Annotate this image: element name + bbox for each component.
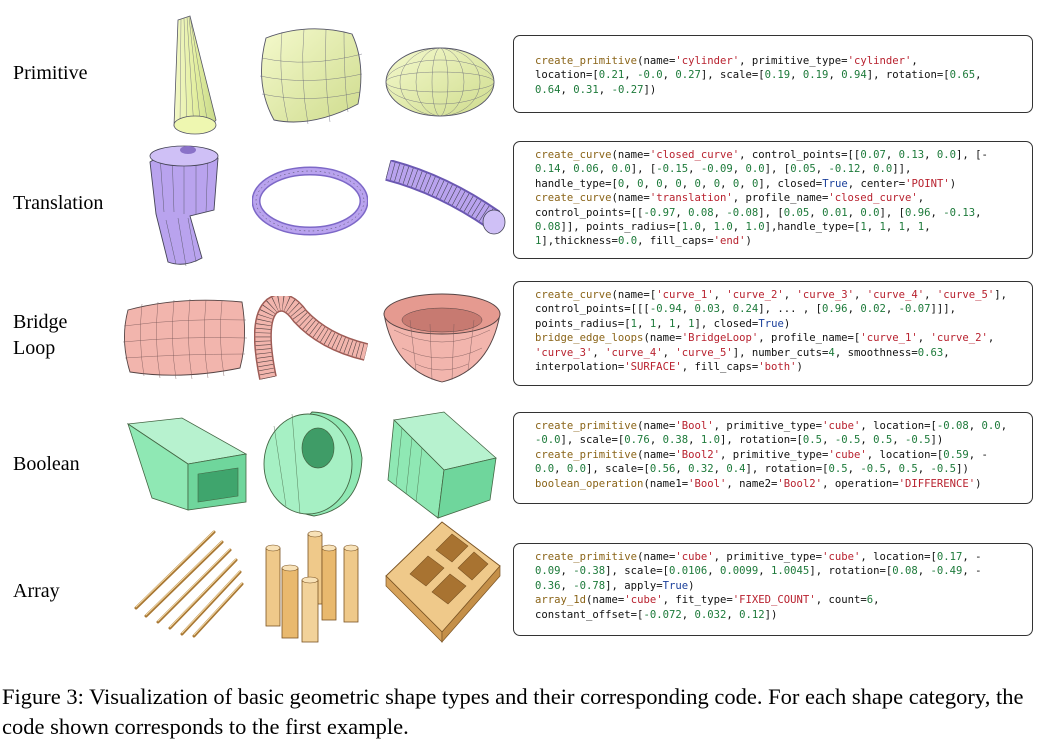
bridge-loop-bowl-render <box>383 293 501 383</box>
translation-torus-render <box>252 166 368 236</box>
row-label-line: Array <box>13 580 60 602</box>
code-box-array: create_primitive(name='cube', primitive_… <box>513 543 1033 636</box>
array-posts-render <box>265 530 359 643</box>
code-line: create_curve(name=['curve_1', 'curve_2',… <box>535 289 1008 301</box>
code-line: array_1d(name='cube', fit_type='FIXED_CO… <box>535 594 880 607</box>
figure-caption: Figure 3: Visualization of basic geometr… <box>2 684 1024 739</box>
code-line: control_points=[[[-0.94, 0.03, 0.24], ..… <box>535 303 957 316</box>
code-line: location=[0.21, -0.0, 0.27], scale=[0.19… <box>535 69 982 82</box>
code-box-translation: create_curve(name='closed_curve', contro… <box>513 141 1033 259</box>
code-line: 0.09, -0.38], scale=[0.0106, 0.0099, 1.0… <box>535 565 982 578</box>
code-line: create_primitive(name='cylinder', primit… <box>535 55 918 67</box>
primitive-cylinder-render <box>173 15 217 135</box>
code-line: create_primitive(name='cube', primitive_… <box>535 551 982 563</box>
row-label-line: Boolean <box>13 453 80 475</box>
code-box-boolean: create_primitive(name='Bool', primitive_… <box>513 412 1033 504</box>
code-line: handle_type=[0, 0, 0, 0, 0, 0, 0, 0], cl… <box>535 177 957 190</box>
row-label-primitive: Primitive <box>13 60 87 86</box>
code-line: -0.0], scale=[0.76, 0.38, 1.0], rotation… <box>535 434 944 447</box>
code-line: control_points=[[-0.97, 0.08, -0.08], [0… <box>535 206 982 219</box>
code-line: 0.64, 0.31, -0.27]) <box>535 83 657 96</box>
boolean-hollow-box-render <box>126 417 248 511</box>
code-line: 1],thickness=0.0, fill_caps='end') <box>535 235 752 248</box>
code-line: create_primitive(name='Bool2', primitive… <box>535 448 988 461</box>
row-label-line: Translation <box>13 192 104 214</box>
bridge-loop-hook-render <box>254 296 369 380</box>
code-line: points_radius=[1, 1, 1, 1], closed=True) <box>535 317 791 330</box>
code-line: 0.14, 0.06, 0.0], [-0.15, -0.09, 0.0], [… <box>535 163 912 176</box>
boolean-cylinder-hole-render <box>263 411 363 517</box>
code-line: create_curve(name='closed_curve', contro… <box>535 149 988 161</box>
row-label-boolean: Boolean <box>13 451 80 477</box>
code-line: 0.08]], points_radius=[1.0, 1.0, 1.0],ha… <box>535 221 931 234</box>
code-box-primitive: create_primitive(name='cylinder', primit… <box>513 35 1033 113</box>
code-line: bridge_edge_loops(name='BridgeLoop', pro… <box>535 332 995 345</box>
boolean-cut-block-render <box>387 411 497 519</box>
code-line: 0.36, -0.78], apply=True) <box>535 579 695 592</box>
code-line: 'curve_3', 'curve_4', 'curve_5'], number… <box>535 346 950 359</box>
row-label-translation: Translation <box>13 190 103 216</box>
translation-bent-tube-render <box>149 145 219 267</box>
code-line: 0.0, 0.0], scale=[0.56, 0.32, 0.4], rota… <box>535 463 969 476</box>
code-line: constant_offset=[-0.072, 0.032, 0.12]) <box>535 608 778 621</box>
primitive-rounded-cube-render <box>259 28 363 125</box>
primitive-ellipsoid-render <box>385 47 495 117</box>
translation-curved-tube-render <box>385 160 506 235</box>
bridge-loop-bolster-render <box>122 298 248 380</box>
array-grid-render <box>385 521 501 643</box>
row-label-array: Array <box>13 578 60 604</box>
array-rods-render <box>134 530 244 638</box>
code-box-bridge-loop: create_curve(name=['curve_1', 'curve_2',… <box>513 281 1033 386</box>
row-label-line: Loop <box>13 337 56 359</box>
row-label-line: Bridge <box>13 311 68 333</box>
code-line: interpolation='SURFACE', fill_caps='both… <box>535 361 803 374</box>
row-label-line: Primitive <box>13 62 88 84</box>
code-line: create_primitive(name='Bool', primitive_… <box>535 420 1008 432</box>
code-line: boolean_operation(name1='Bool', name2='B… <box>535 477 982 490</box>
code-line: create_curve(name='translation', profile… <box>535 192 925 205</box>
